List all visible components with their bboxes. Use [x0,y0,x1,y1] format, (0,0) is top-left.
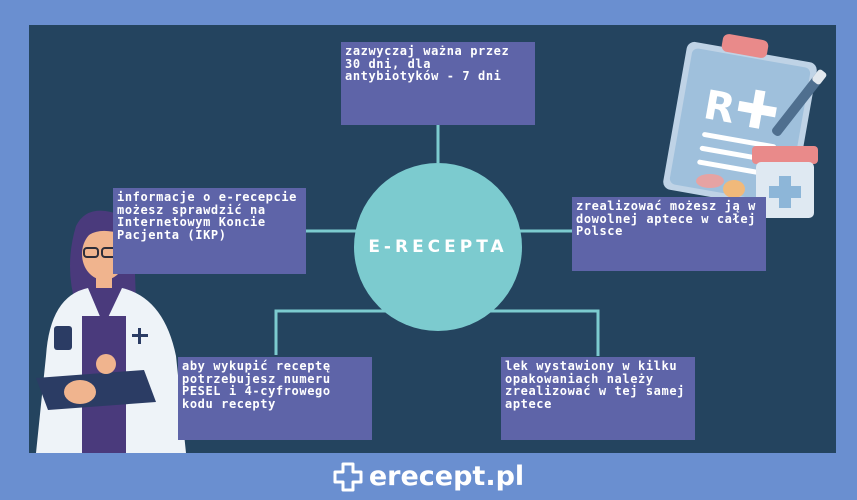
box-pesel-code: aby wykupić receptę potrzebujesz numeru … [178,357,372,440]
box-validity: zazwyczaj ważna przez 30 dni, dla antybi… [341,42,535,125]
center-label: E-RECEPTA [368,237,508,257]
box-any-pharmacy: zrealizować możesz ją w dowolnej aptece … [572,197,766,271]
center-hub: E-RECEPTA [354,163,522,331]
box-ikp-info: informacje o e-recepcie możesz sprawdzić… [113,188,306,274]
box-same-pharmacy: lek wystawiony w kilku opakowaniach nale… [501,357,695,440]
footer: erecept.pl [0,453,857,500]
medical-cross-icon [333,462,363,491]
pill-bottle-icon [752,146,818,218]
logo-text[interactable]: erecept.pl [368,461,525,492]
